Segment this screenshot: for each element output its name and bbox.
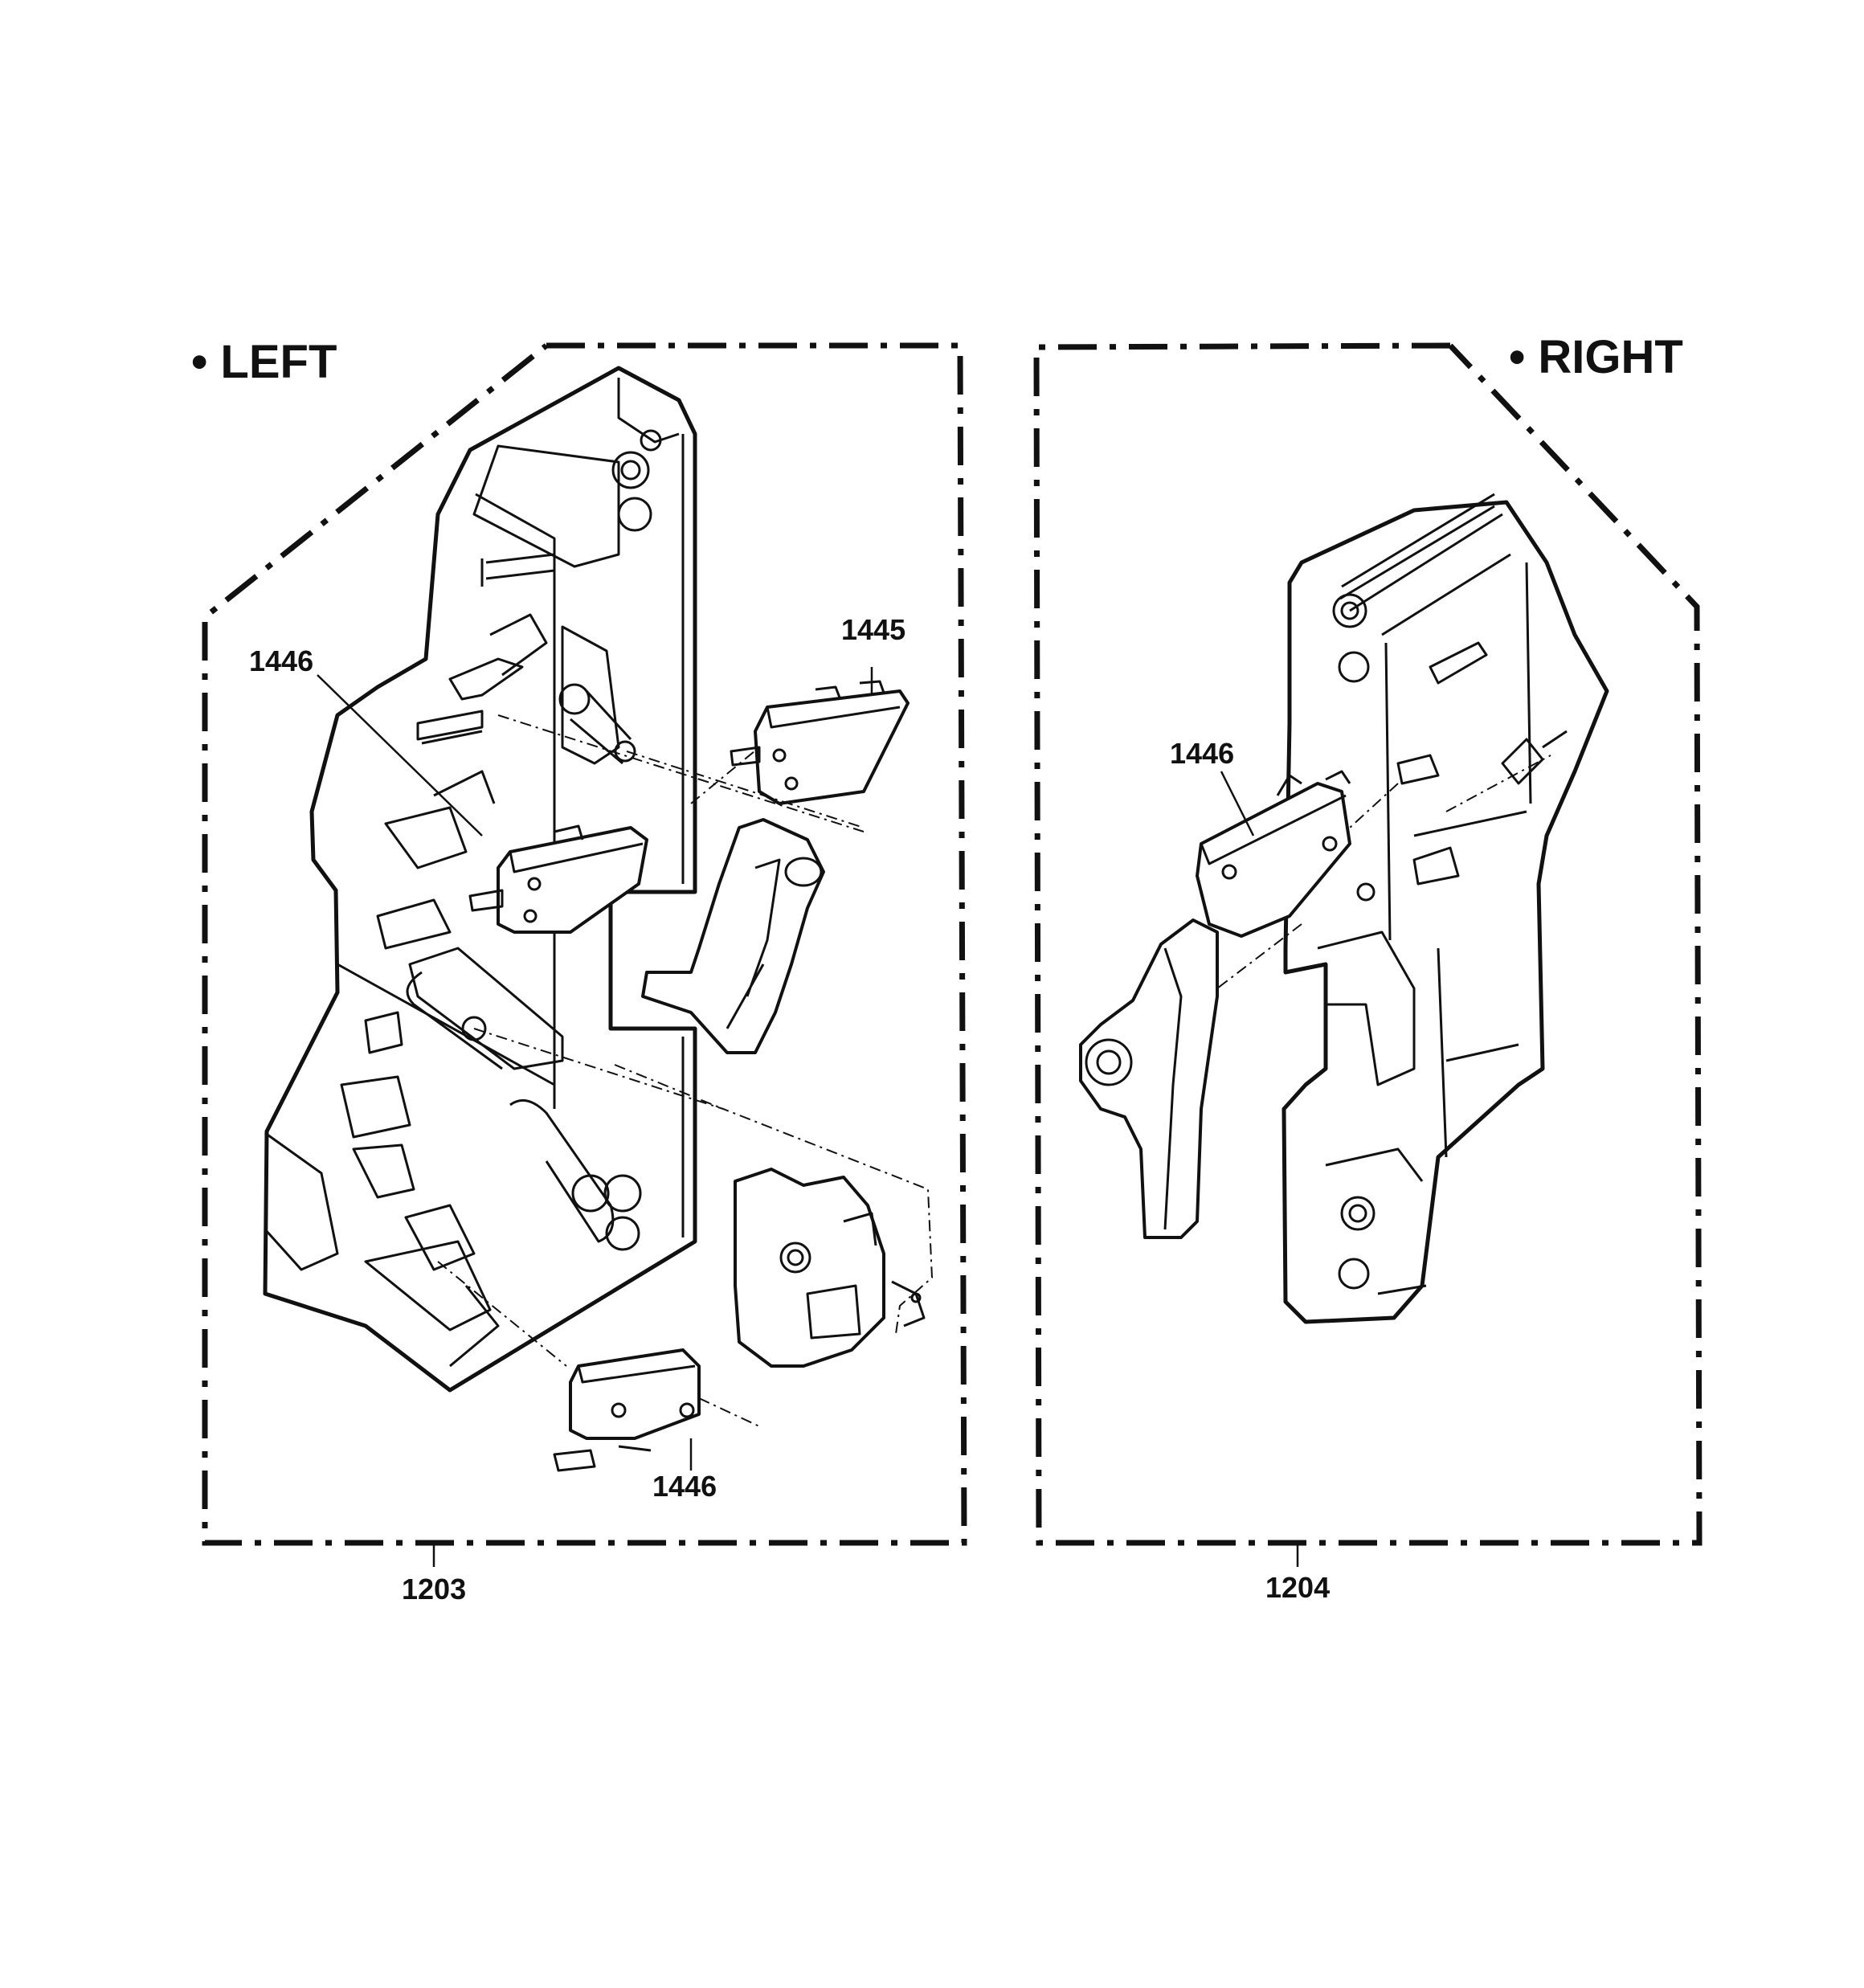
right-latch-lever xyxy=(1079,918,1219,1239)
left-latch-lever xyxy=(641,818,825,1054)
callout-1446-right: 1446 xyxy=(1170,737,1234,770)
callout-1445: 1445 xyxy=(841,613,905,646)
right-switch-1446 xyxy=(1196,770,1351,938)
right-panel-title: • RIGHT xyxy=(1509,331,1683,383)
left-panel-title: • LEFT xyxy=(191,336,337,388)
left-switch-1446-bottom xyxy=(553,1348,701,1472)
callout-1204: 1204 xyxy=(1265,1571,1330,1604)
left-switch-1445 xyxy=(730,680,910,805)
callout-1446-bottom: 1446 xyxy=(652,1470,717,1503)
callout-1203: 1203 xyxy=(402,1573,466,1606)
left-door-latch-housing xyxy=(263,366,697,1393)
left-switch-1446-middle xyxy=(468,824,648,934)
right-assembly-frame xyxy=(1033,342,1703,1546)
left-panel: • LEFT xyxy=(191,336,967,1606)
right-door-latch-housing xyxy=(1282,493,1609,1324)
right-panel: • RIGHT xyxy=(1033,331,1703,1604)
left-lock-bracket xyxy=(734,1168,926,1368)
callout-1446-middle: 1446 xyxy=(249,644,313,677)
left-assembly-frame xyxy=(202,342,967,1546)
